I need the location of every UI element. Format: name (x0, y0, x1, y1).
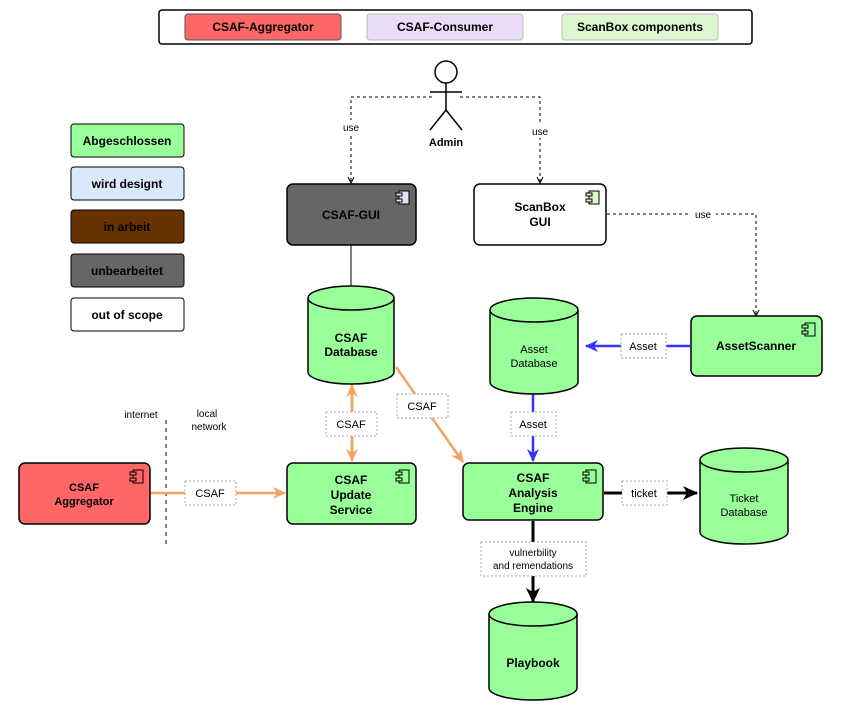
ticket-db-label-2: Database (720, 507, 767, 519)
analysis-engine-label-3: Engine (513, 501, 553, 515)
asset-database[interactable]: Asset Database (489, 297, 579, 395)
scanbox-gui-label-1: ScanBox (514, 200, 566, 214)
csaf-db-label-1: CSAF (335, 331, 368, 345)
component-icon (801, 322, 816, 337)
admin-actor (429, 60, 463, 131)
edge-label-csaf-vertical: CSAF (336, 419, 366, 431)
scanbox-gui-component[interactable]: ScanBox GUI (473, 183, 607, 246)
ticket-db-label-1: Ticket (730, 493, 759, 505)
edge-label-ticket: ticket (631, 488, 657, 500)
component-icon (582, 469, 597, 484)
legend-aggregator-swatch (184, 13, 342, 41)
csaf-gui-component[interactable]: CSAF-GUI (286, 183, 417, 246)
legend-scanbox-swatch (561, 13, 719, 41)
status-in-progress-swatch (70, 209, 185, 244)
legend-aggregator-label: CSAF-Aggregator (212, 20, 314, 34)
asset-db-label-1: Asset (520, 344, 548, 356)
edge-label-asset-vertical: Asset (519, 419, 547, 431)
analysis-engine-label-2: Analysis (508, 486, 558, 500)
analysis-engine-label-1: CSAF (517, 471, 550, 485)
header-legend: CSAF-Aggregator CSAF-Consumer ScanBox co… (158, 9, 753, 45)
edge-label-vuln-2: and remendations (493, 561, 573, 572)
ticket-database[interactable]: Ticket Database (699, 447, 789, 545)
status-in-progress-label: in arbeit (104, 220, 151, 234)
edge-use-csaf-gui (351, 96, 432, 183)
legend-consumer-swatch (366, 13, 524, 41)
assetscanner-label: AssetScanner (716, 339, 796, 353)
edge-use-assetscanner (607, 213, 756, 316)
edge-label-use-right: use (532, 127, 549, 138)
component-icon (129, 469, 144, 484)
update-service-label-3: Service (330, 503, 373, 517)
status-untouched-label: unbearbeitet (91, 264, 163, 278)
component-icon (395, 190, 410, 205)
component-icon (395, 469, 410, 484)
component-icon (585, 190, 600, 205)
csaf-aggregator-label-1: CSAF (69, 482, 99, 494)
boundary-internet-label: internet (124, 410, 158, 421)
csaf-database[interactable]: CSAF Database (307, 285, 395, 385)
edge-label-use-scanner: use (695, 210, 712, 221)
actor-head-icon (434, 60, 458, 84)
status-untouched-swatch (70, 253, 185, 288)
playbook-database[interactable]: Playbook (488, 601, 578, 701)
csaf-update-service-component[interactable]: CSAF Update Service (286, 462, 417, 525)
status-designing-label: wird designt (91, 177, 163, 191)
status-legend: Abgeschlossen wird designt in arbeit unb… (70, 123, 185, 332)
csaf-analysis-engine-component[interactable]: CSAF Analysis Engine (462, 462, 604, 521)
update-service-label-1: CSAF (335, 473, 368, 487)
edge-label-csaf-diagonal: CSAF (407, 401, 437, 413)
update-service-label-2: Update (331, 488, 372, 502)
status-done-swatch (70, 123, 185, 158)
edge-label-vuln-1: vulnerbility (509, 548, 556, 559)
status-done-label: Abgeschlossen (83, 134, 172, 148)
legend-scanbox-label: ScanBox components (577, 20, 703, 34)
boundary-local-label-2: network (191, 422, 227, 433)
edge-use-scanbox-gui (460, 96, 540, 183)
edge-label-csaf-aggregator: CSAF (195, 488, 225, 500)
asset-db-label-2: Database (510, 358, 557, 370)
edge-label-use-left: use (343, 123, 360, 134)
csaf-gui-label: CSAF-GUI (322, 208, 380, 222)
status-designing-swatch (70, 166, 185, 201)
actor-label: Admin (429, 137, 464, 149)
scanbox-gui-label-2: GUI (529, 215, 550, 229)
legend-consumer-label: CSAF-Consumer (397, 20, 493, 34)
boundary-local-label-1: local (197, 409, 218, 420)
csaf-aggregator-label-2: Aggregator (54, 496, 114, 508)
edge-label-asset-horizontal: Asset (629, 341, 657, 353)
csaf-db-label-2: Database (324, 345, 378, 359)
use-edges (351, 96, 756, 316)
playbook-label: Playbook (506, 656, 560, 670)
csaf-aggregator-component[interactable]: CSAF Aggregator (18, 462, 151, 525)
status-out-of-scope-swatch (70, 297, 185, 332)
assetscanner-component[interactable]: AssetScanner (690, 315, 823, 377)
edge-label-boxes: CSAF CSAF CSAF Asset Asset ticket vulner… (184, 333, 668, 577)
status-out-of-scope-label: out of scope (91, 308, 163, 322)
